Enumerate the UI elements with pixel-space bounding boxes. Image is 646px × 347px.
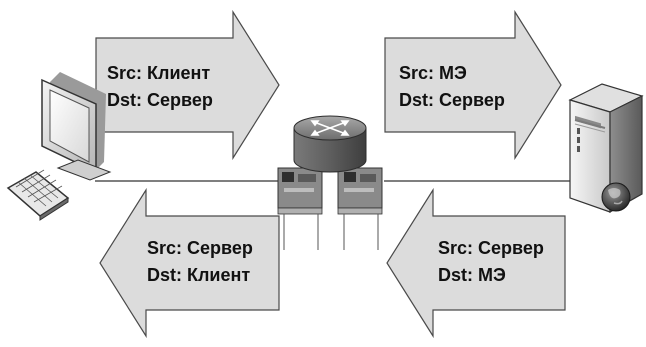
desktop-computer-icon [6, 72, 112, 221]
router-firewall-icon [277, 115, 383, 250]
arrow-label-firewall-to-client: Src: Сервер Dst: Клиент [147, 235, 253, 289]
tower-server-icon [568, 83, 644, 214]
network-card-right-icon [337, 167, 383, 250]
arrow-label-server-to-firewall: Src: Сервер Dst: МЭ [438, 235, 544, 289]
arrow-label-client-to-firewall: Src: Клиент Dst: Сервер [107, 60, 213, 114]
network-card-left-icon [277, 167, 323, 250]
arrow-label-firewall-to-server: Src: МЭ Dst: Сервер [399, 60, 505, 114]
src-label: Src: Сервер [147, 238, 253, 258]
globe-icon [601, 182, 631, 212]
keyboard-icon [6, 169, 70, 221]
src-label: Src: МЭ [399, 63, 467, 83]
src-label: Src: Сервер [438, 238, 544, 258]
dst-label: Dst: МЭ [438, 265, 506, 285]
arrow-firewall-to-server [384, 9, 562, 161]
dst-label: Dst: Сервер [399, 90, 505, 110]
src-label: Src: Клиент [107, 63, 211, 83]
dst-label: Dst: Клиент [147, 265, 251, 285]
arrow-firewall-to-client [99, 187, 280, 339]
arrow-server-to-firewall [386, 187, 566, 339]
arrow-client-to-firewall [95, 9, 280, 161]
dst-label: Dst: Сервер [107, 90, 213, 110]
